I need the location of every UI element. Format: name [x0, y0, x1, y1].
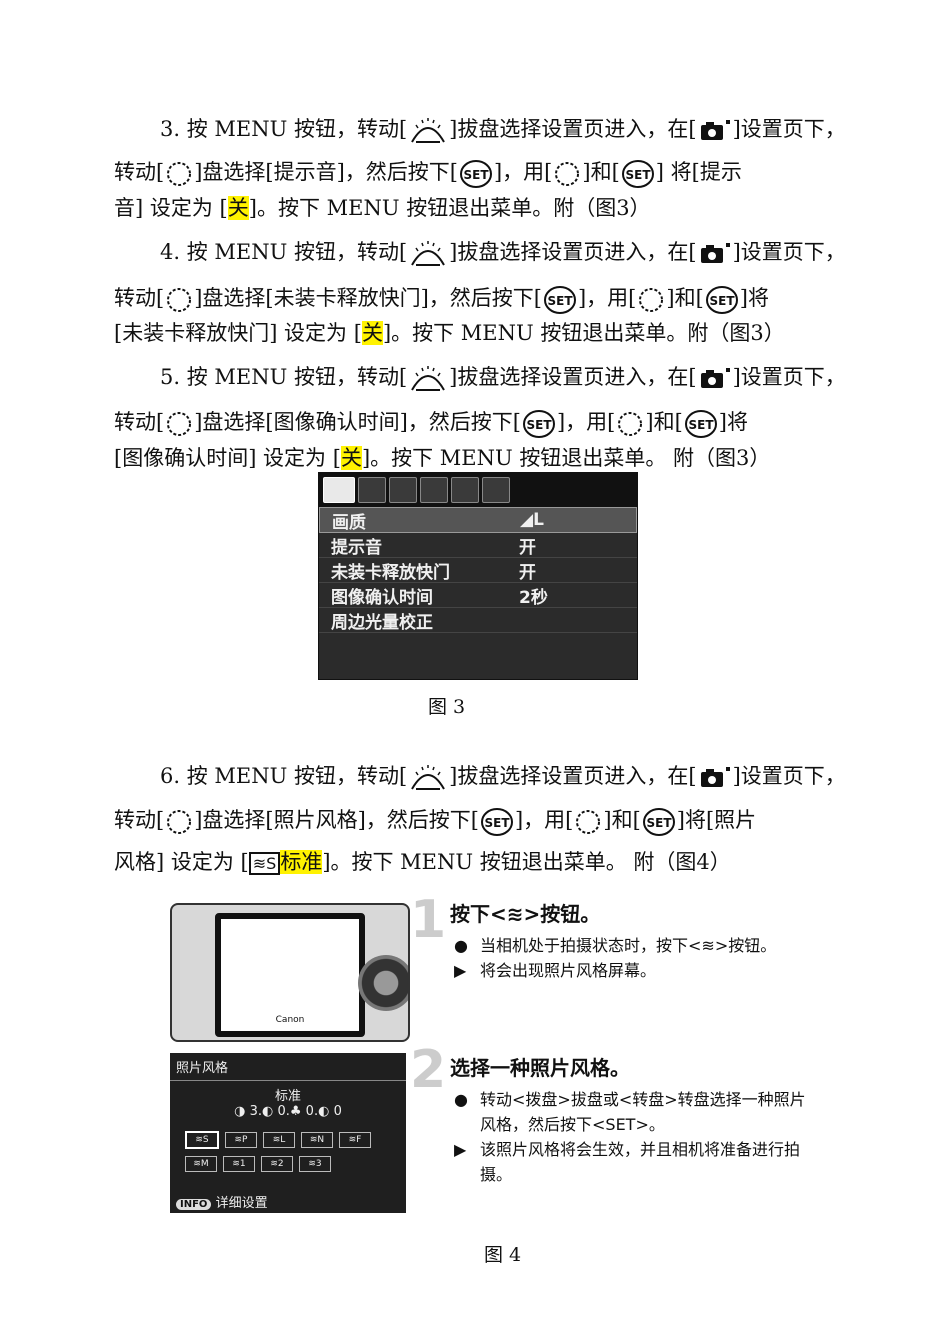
main-dial-icon	[408, 366, 448, 392]
step-2-bullet-2: ▶该照片风格将会生效，并且相机将准备进行拍摄。	[454, 1140, 801, 1184]
quick-dial-icon	[165, 286, 193, 314]
menu-tabs	[319, 473, 637, 507]
ps-chip: ≋P	[225, 1132, 257, 1148]
quick-dial-icon	[637, 286, 665, 314]
step-1-bullet-2: ▶将会出现照片风格屏幕。	[454, 961, 657, 980]
set-button-icon	[543, 285, 577, 315]
menu-row-beep: 提示音开	[319, 533, 637, 558]
tab-shooting-2	[358, 477, 386, 503]
camera-tab-icon	[698, 241, 732, 267]
p3-line2: 转动[]盘选择[提示音]，然后按下[]，用[]和[] 将[提示	[114, 156, 742, 189]
camera-tab-icon	[698, 118, 732, 144]
step-2-number: 2	[410, 1040, 447, 1100]
ps-params: ◑ 3.◐ 0.♣ 0.◐ 0	[234, 1104, 342, 1119]
menu-row-quality: 画质◢L	[319, 507, 637, 533]
tab-setup-3	[482, 477, 510, 503]
main-dial-icon	[408, 765, 448, 791]
step-1-bullet-1: ●当相机处于拍摄状态时，按下<≋>按钮。	[454, 936, 777, 955]
info-button-icon: INFO	[176, 1199, 212, 1210]
p4-line3: [未装卡释放快门] 设定为 [关]。按下 MENU 按钮退出菜单。附（图3）	[114, 321, 785, 345]
highlight-off: 关	[227, 196, 249, 220]
step-1: 按下<≋>按钮。 ●当相机处于拍摄状态时，按下<≋>按钮。 ▶将会出现照片风格屏…	[450, 898, 776, 983]
ps-detail-settings: 详细设置	[215, 1196, 268, 1211]
p4-line2: 转动[]盘选择[未装卡释放快门]，然后按下[]，用[]和[]将	[114, 282, 769, 315]
tab-setup-1	[420, 477, 448, 503]
p3-line1: 3. 按 MENU 按钮，转动[]拔盘选择设置页进入，在[]设置页下，	[160, 113, 846, 144]
ps-chip: ≋3	[299, 1156, 331, 1172]
quick-dial-icon	[165, 160, 193, 188]
highlight-off: 关	[340, 446, 362, 470]
set-button-icon	[684, 409, 718, 439]
picture-style-screen: 照片风格 标准 ◑ 3.◐ 0.♣ 0.◐ 0 ≋S ≋P ≋L ≋N ≋F ≋M ≋1 ≋…	[170, 1053, 406, 1213]
menu-row-peripheral-illumination: 周边光量校正	[319, 608, 637, 633]
p6-line2: 转动[]盘选择[照片风格]，然后按下[]，用[]和[]将[照片	[114, 804, 756, 837]
p5-line1: 5. 按 MENU 按钮，转动[]拔盘选择设置页进入，在[]设置页下，	[160, 361, 846, 392]
ps-style-name: 标准	[274, 1089, 301, 1104]
camera-tab-icon	[698, 765, 732, 791]
p4-line1: 4. 按 MENU 按钮，转动[]拔盘选择设置页进入，在[]设置页下，	[160, 236, 846, 267]
tab-shooting-3	[389, 477, 417, 503]
quick-control-dial	[358, 955, 408, 1011]
ps-chip: ≋S	[185, 1131, 219, 1149]
set-button-icon	[621, 159, 655, 189]
ps-header: 照片风格	[170, 1053, 406, 1081]
ps-chip: ≋1	[223, 1156, 255, 1172]
step-1-title: 按下<≋>按钮。	[450, 902, 601, 926]
main-dial-icon	[408, 118, 448, 144]
ps-chip: ≋M	[185, 1156, 217, 1172]
ps-chip: ≋F	[339, 1132, 371, 1148]
camera-tab-icon	[698, 366, 732, 392]
set-button-icon	[522, 409, 556, 439]
quick-dial-icon	[553, 160, 581, 188]
p5-line3: [图像确认时间] 设定为 [关]。按下 MENU 按钮退出菜单。 附（图3）	[114, 446, 771, 470]
camera-back-photo: Canon	[170, 903, 410, 1042]
set-button-icon	[459, 159, 493, 189]
step-2-bullet-1: ●转动<拨盘>拔盘或<转盘>转盘选择一种照片风格，然后按下<SET>。	[454, 1090, 806, 1134]
ps-chip: ≋2	[261, 1156, 293, 1172]
p5-line2: 转动[]盘选择[图像确认时间]，然后按下[]，用[]和[]将	[114, 406, 748, 439]
p3-line3: 音] 设定为 [关]。按下 MENU 按钮退出菜单。附（图3）	[114, 196, 651, 220]
set-button-icon	[642, 807, 676, 837]
ps-chip: ≋N	[301, 1132, 333, 1148]
set-button-icon	[705, 285, 739, 315]
tab-setup-2	[451, 477, 479, 503]
camera-lcd: Canon	[215, 913, 365, 1037]
p6-line1: 6. 按 MENU 按钮，转动[]拔盘选择设置页进入，在[]设置页下，	[160, 760, 846, 791]
quick-dial-icon	[616, 410, 644, 438]
step-1-number: 1	[410, 890, 447, 950]
quick-dial-icon	[165, 410, 193, 438]
lcd-brand: Canon	[275, 1015, 305, 1025]
figure-4-caption: 图 4	[484, 1244, 522, 1266]
step-2: 选择一种照片风格。 ●转动<拨盘>拔盘或<转盘>转盘选择一种照片风格，然后按下<…	[450, 1052, 820, 1187]
quick-dial-icon	[574, 808, 602, 836]
figure-3-caption: 图 3	[428, 696, 466, 718]
main-dial-icon	[408, 241, 448, 267]
picture-style-icon: ≋S	[248, 852, 281, 875]
quick-dial-icon	[165, 808, 193, 836]
highlight-standard: 标准	[280, 850, 323, 874]
set-button-icon	[480, 807, 514, 837]
step-2-title: 选择一种照片风格。	[450, 1056, 630, 1080]
menu-row-release-no-card: 未装卡释放快门开	[319, 558, 637, 583]
tab-shooting-1	[323, 477, 355, 503]
highlight-off: 关	[361, 321, 383, 345]
ps-chip: ≋L	[263, 1132, 295, 1148]
